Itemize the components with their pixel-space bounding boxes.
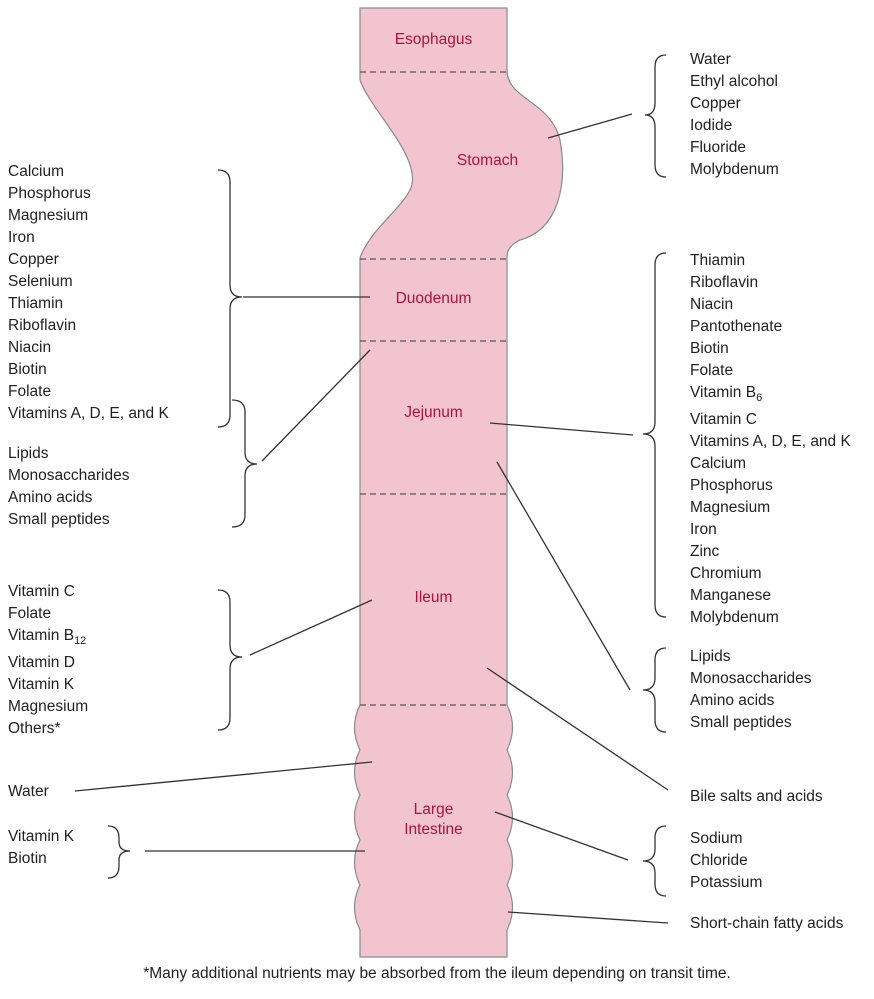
list-item: Vitamins A, D, E, and K bbox=[690, 431, 851, 453]
list-item: Lipids bbox=[690, 646, 811, 668]
ileum-nutrient-list: Vitamin C Folate Vitamin B12 Vitamin D V… bbox=[8, 581, 88, 740]
brace-stomach bbox=[645, 55, 666, 177]
label-jejunum: Jejunum bbox=[360, 403, 507, 423]
brace-right-macros bbox=[643, 648, 666, 732]
jejunum-nutrient-list: Thiamin Riboflavin Niacin Pantothenate B… bbox=[690, 250, 851, 629]
list-item: Vitamin C bbox=[8, 581, 88, 603]
list-item: Calcium bbox=[8, 161, 169, 183]
list-item: Vitamins A, D, E, and K bbox=[8, 403, 169, 425]
label-large-intestine-line1: Large bbox=[360, 800, 507, 820]
label-stomach: Stomach bbox=[430, 151, 545, 171]
list-item: Vitamin K bbox=[8, 826, 74, 848]
list-item: Vitamin C bbox=[690, 409, 851, 431]
leader-water bbox=[75, 762, 372, 791]
list-item: Biotin bbox=[690, 338, 851, 360]
list-item: Chromium bbox=[690, 563, 851, 585]
list-item: Iron bbox=[8, 227, 169, 249]
label-large-intestine: Large Intestine bbox=[360, 800, 507, 840]
list-item: Folate bbox=[8, 603, 88, 625]
vitamin-b12-subscript: 12 bbox=[74, 635, 86, 647]
list-item: Monosaccharides bbox=[690, 668, 811, 690]
scfa-label: Short-chain fatty acids bbox=[690, 913, 843, 935]
list-item: Vitamin B6 bbox=[690, 382, 851, 409]
list-item: Molybdenum bbox=[690, 607, 851, 629]
list-item: Amino acids bbox=[8, 487, 129, 509]
leader-bile bbox=[487, 668, 668, 790]
label-esophagus: Esophagus bbox=[360, 30, 507, 50]
list-item: Amino acids bbox=[690, 690, 811, 712]
right-macronutrient-list: Lipids Monosaccharides Amino acids Small… bbox=[690, 646, 811, 734]
list-item: Small peptides bbox=[690, 712, 811, 734]
list-item: Lipids bbox=[8, 443, 129, 465]
list-item: Biotin bbox=[8, 848, 74, 870]
list-item: Vitamin D bbox=[8, 652, 88, 674]
vitamin-b6-subscript: 6 bbox=[756, 392, 762, 404]
water-label: Water bbox=[8, 781, 49, 803]
label-large-intestine-line2: Intestine bbox=[360, 820, 507, 840]
large-intestine-left-list: Vitamin K Biotin bbox=[8, 826, 74, 870]
list-item: Copper bbox=[8, 249, 169, 271]
list-item: Small peptides bbox=[8, 509, 129, 531]
leader-left-macros bbox=[262, 350, 370, 461]
list-item: Potassium bbox=[690, 872, 762, 894]
list-item: Chloride bbox=[690, 850, 762, 872]
list-item: Riboflavin bbox=[8, 315, 169, 337]
stomach-nutrient-list: Water Ethyl alcohol Copper Iodide Fluori… bbox=[690, 49, 779, 181]
vitamin-b12-text: Vitamin B bbox=[8, 627, 74, 644]
leader-ileum bbox=[250, 600, 372, 655]
left-macronutrient-list: Lipids Monosaccharides Amino acids Small… bbox=[8, 443, 129, 531]
list-item: Calcium bbox=[690, 453, 851, 475]
brace-electrolytes bbox=[643, 826, 666, 896]
leader-right-macros bbox=[497, 462, 630, 690]
bile-salts-label: Bile salts and acids bbox=[690, 786, 823, 808]
list-item: Pantothenate bbox=[690, 316, 851, 338]
list-item: Thiamin bbox=[8, 293, 169, 315]
label-duodenum: Duodenum bbox=[360, 289, 507, 309]
list-item: Thiamin bbox=[690, 250, 851, 272]
list-item: Iron bbox=[690, 519, 851, 541]
list-item: Riboflavin bbox=[690, 272, 851, 294]
list-item: Manganese bbox=[690, 585, 851, 607]
list-item: Phosphorus bbox=[8, 183, 169, 205]
list-item: Iodide bbox=[690, 115, 779, 137]
brace-ileum bbox=[218, 590, 242, 730]
leader-jejunum bbox=[490, 423, 633, 435]
list-item: Zinc bbox=[690, 541, 851, 563]
brace-large-intestine-left bbox=[108, 826, 130, 878]
electrolytes-list: Sodium Chloride Potassium bbox=[690, 828, 762, 894]
list-item: Magnesium bbox=[8, 696, 88, 718]
list-item: Monosaccharides bbox=[8, 465, 129, 487]
leader-stomach bbox=[548, 114, 632, 138]
duodenum-nutrient-list: Calcium Phosphorus Magnesium Iron Copper… bbox=[8, 161, 169, 425]
list-item: Phosphorus bbox=[690, 475, 851, 497]
list-item: Selenium bbox=[8, 271, 169, 293]
list-item: Copper bbox=[690, 93, 779, 115]
list-item: Fluoride bbox=[690, 137, 779, 159]
brace-jejunum bbox=[643, 253, 666, 617]
label-ileum: Ileum bbox=[360, 588, 507, 608]
vitamin-b6-text: Vitamin B bbox=[690, 384, 756, 401]
list-item: Niacin bbox=[8, 337, 169, 359]
brace-left-macros bbox=[232, 400, 257, 527]
list-item: Folate bbox=[8, 381, 169, 403]
list-item: Water bbox=[690, 49, 779, 71]
list-item: Magnesium bbox=[8, 205, 169, 227]
list-item: Molybdenum bbox=[690, 159, 779, 181]
list-item: Magnesium bbox=[690, 497, 851, 519]
footnote: *Many additional nutrients may be absorb… bbox=[0, 965, 874, 983]
leader-electrolytes bbox=[495, 812, 628, 860]
list-item: Sodium bbox=[690, 828, 762, 850]
list-item: Vitamin B12 bbox=[8, 625, 88, 652]
list-item: Folate bbox=[690, 360, 851, 382]
list-item: Niacin bbox=[690, 294, 851, 316]
list-item: Vitamin K bbox=[8, 674, 88, 696]
list-item: Biotin bbox=[8, 359, 169, 381]
list-item: Ethyl alcohol bbox=[690, 71, 779, 93]
leader-scfa bbox=[508, 912, 668, 923]
list-item: Others* bbox=[8, 718, 88, 740]
brace-duodenum bbox=[218, 170, 242, 427]
